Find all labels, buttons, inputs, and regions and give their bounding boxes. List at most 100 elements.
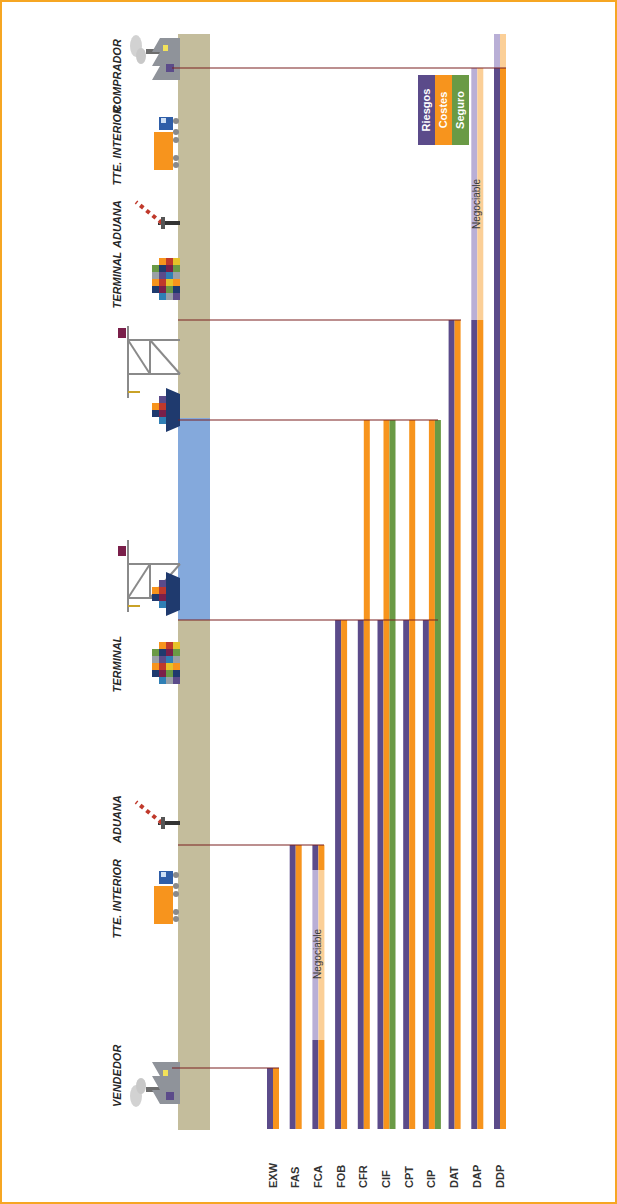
container-stack-part [152,649,159,656]
boundary-lines-part [178,619,438,620]
truck-part [173,891,179,897]
incoterm-bars-part [435,420,441,1129]
truck-part [173,872,179,878]
container-stack-part [152,265,159,272]
container-stack-part [173,265,180,272]
cargo-ship-part [152,594,159,601]
incoterm-code: DAP [471,1165,484,1188]
incoterm-bars-part [403,620,409,1129]
container-stack-part [166,649,173,656]
container-stack-part [159,649,166,656]
legend-text: Riesgos [418,75,435,145]
truck [154,117,179,170]
container-stack-part [159,670,166,677]
container-stack-part [152,272,159,279]
ground-strip-part [178,620,210,1130]
incoterm-bars-part [335,620,341,1129]
container-stack-part [173,258,180,265]
incoterm-bars-part [429,420,435,1129]
incoterm-bars-part [500,34,506,68]
container-stack-part [173,677,180,684]
truck-part [173,916,179,922]
customs-barrier-part [136,802,162,823]
negotiable-note: Negociable [312,929,324,979]
seller-factory-part [166,1092,174,1100]
truck-part [173,118,179,124]
incoterm-bars-part [423,620,429,1129]
incoterm-bars-part [384,420,390,1129]
port-crane-part [150,340,180,374]
customs-barrier-part [136,202,162,223]
container-stack-part [173,286,180,293]
truck-part [161,118,166,123]
place-label: COMPRADOR [111,39,124,112]
truck-part [173,155,179,161]
container-stack-part [159,279,166,286]
buyer-factory-part [152,38,180,80]
cargo-ship-part [166,572,180,616]
incoterm-bars-part [409,420,415,1129]
incoterm-bars-part [318,1040,324,1129]
legend-row: Riesgos [418,75,435,145]
container-stack-part [166,265,173,272]
negotiable-note: Negociable [471,179,483,229]
boundary-lines-part [172,67,506,68]
incoterm-code: FOB [335,1165,348,1188]
incoterm-bars-part [390,420,396,1129]
incoterm-code: EXW [267,1163,280,1188]
buyer-factory-part [163,45,168,51]
incoterm-code: CIP [425,1170,438,1188]
port-crane-part [127,326,129,398]
container-stack-part [159,265,166,272]
incoterm-code: CPT [403,1166,416,1188]
place-label: TTE. INTERIOR [111,859,124,938]
incoterm-code: DAT [448,1166,461,1188]
container-stack-part [152,279,159,286]
port-crane-part [118,328,126,338]
cargo-ship-part [166,388,180,432]
place-label: TERMINAL [111,252,124,309]
container-stack-part [166,286,173,293]
container-stack-part [173,642,180,649]
incoterm-code: CIF [380,1170,393,1188]
container-stack-part [159,272,166,279]
truck-part [161,872,166,877]
boundary-lines-part [178,419,438,420]
port-crane-part [128,373,180,375]
customs-barrier-part [161,217,165,229]
incoterm-bars-part [341,620,347,1129]
ground-strip-part [178,34,210,418]
container-stack-part [166,642,173,649]
container-stack-part [159,286,166,293]
container-stack-part [159,642,166,649]
customs-barrier [136,802,180,829]
incoterm-bars-part [378,620,384,1129]
cargo-ship-part [159,403,166,410]
incoterm-bars-part [477,320,483,1129]
port-crane-part [128,340,150,374]
port-crane [118,326,180,398]
container-stack-part [159,258,166,265]
incoterm-code: DDP [494,1165,507,1188]
place-label: TERMINAL [111,636,124,693]
buyer-factory [130,35,180,80]
container-stack [152,258,180,300]
cargo-ship-part [159,410,166,417]
legend-text: Costes [435,75,452,145]
boundary-lines [172,68,506,1068]
truck-part [173,137,179,143]
incoterm-bars-part [290,845,296,1129]
container-stack-part [173,279,180,286]
container-stack-part [166,293,173,300]
legend-text: Seguro [452,75,469,145]
container-stack-part [173,649,180,656]
port-crane-part [128,339,180,341]
truck-part [154,132,173,170]
customs-barrier-part [136,802,162,823]
port-crane-part [128,605,140,607]
boundary-lines-part [172,1067,279,1068]
